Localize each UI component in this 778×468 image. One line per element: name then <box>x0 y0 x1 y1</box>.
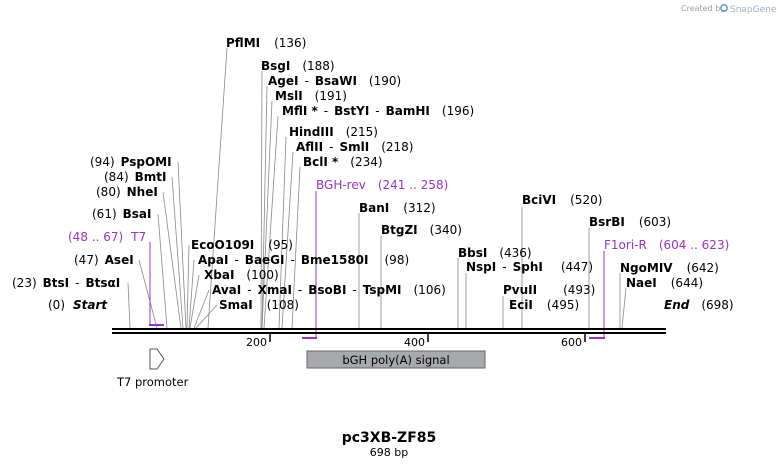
feature-label: bGH poly(A) signal <box>342 353 449 367</box>
primer-f1ori-r-bar[interactable] <box>589 337 605 339</box>
feature-t7-promoter[interactable]: T7 promoter <box>116 348 189 389</box>
primer-bgh-rev-bar[interactable] <box>302 337 317 339</box>
snapgene-branding: Created by SnapGene <box>681 4 777 15</box>
site-label-ecoo109i[interactable]: EcoO109I(95) <box>191 238 293 252</box>
site-label-nspi[interactable]: NspI-SphI(447) <box>466 260 593 274</box>
primer-label-bgh-rev[interactable]: BGH-rev(241 .. 258) <box>316 178 448 192</box>
site-label-naei[interactable]: NaeI(644) <box>626 276 703 290</box>
site-label-avai[interactable]: AvaI-XmaI-BsoBI-TspMI(106) <box>212 283 446 297</box>
site-label-agei[interactable]: AgeI-BsaWI(190) <box>268 74 401 88</box>
feature-bar <box>306 350 486 369</box>
site-leader-lines <box>127 47 627 329</box>
site-label-aflii[interactable]: AflII-SmlI(218) <box>296 140 413 154</box>
start-label: (0)Start <box>48 298 108 312</box>
map-length: 698 bp <box>370 446 408 459</box>
site-label-pflmi[interactable]: PflMI(136) <box>226 36 306 50</box>
site-label-bbsi[interactable]: BbsI(436) <box>458 246 532 260</box>
primer-bars <box>149 324 605 339</box>
tick-label: 400 <box>404 336 425 349</box>
site-label-nhei[interactable]: (80)NheI <box>96 185 158 199</box>
site-label-pvuii[interactable]: PvuII(493) <box>503 283 595 297</box>
tick-label: 200 <box>246 336 267 349</box>
tick-label: 600 <box>561 336 582 349</box>
feature-label: T7 promoter <box>116 375 189 389</box>
site-label-btsi[interactable]: (23)BtsI-BtsαI <box>12 276 120 290</box>
site-label-bcli[interactable]: BclI *(234) <box>303 155 383 169</box>
brand-name: SnapGene <box>730 5 777 15</box>
site-label-ngomiv[interactable]: NgoMIV(642) <box>620 261 719 275</box>
site-label-msli[interactable]: MslI(191) <box>275 89 347 103</box>
site-label-xbai[interactable]: XbaI(100) <box>204 268 279 282</box>
site-label-pspomi[interactable]: (94)PspOMI <box>90 155 172 169</box>
site-label-bmti[interactable]: (84)BmtI <box>104 170 167 184</box>
site-label-smai[interactable]: SmaI(108) <box>219 298 299 312</box>
ruler: 200 400 600 <box>246 334 586 349</box>
snapgene-logo-icon <box>720 4 728 12</box>
site-label-bani[interactable]: BanI(312) <box>359 201 436 215</box>
site-label-apai[interactable]: ApaI-BaeGI-Bme1580I(98) <box>198 253 409 267</box>
site-label-bcivi[interactable]: BciVI(520) <box>522 193 602 207</box>
site-label-bsai[interactable]: (61)BsaI <box>92 207 152 221</box>
dna-backbone <box>112 328 666 334</box>
primer-label-f1ori-r[interactable]: F1ori-R(604 .. 623) <box>604 238 729 252</box>
end-label: End(698) <box>664 298 734 312</box>
site-label-mfli[interactable]: MflI *-BstYI-BamHI(196) <box>282 104 474 118</box>
feature-bgh-polya[interactable]: bGH poly(A) signal <box>306 350 486 369</box>
site-label-btgzi[interactable]: BtgZI(340) <box>381 223 462 237</box>
site-label-asei[interactable]: (47)AseI <box>74 253 134 267</box>
primer-t7-bar[interactable] <box>149 324 164 326</box>
primer-label-t7[interactable]: (48 .. 67)T7 <box>68 230 146 244</box>
site-label-ecii[interactable]: EciI(495) <box>509 298 579 312</box>
created-by-text: Created by <box>681 4 725 13</box>
arrow-icon <box>149 348 165 370</box>
site-label-hindiii[interactable]: HindIII(215) <box>289 125 378 139</box>
primer-leader-lines <box>149 191 605 338</box>
site-label-bsgi[interactable]: BsgI(188) <box>261 59 335 73</box>
site-label-bsrbi[interactable]: BsrBI(603) <box>589 215 671 229</box>
map-title: pc3XB-ZF85 <box>342 430 437 446</box>
